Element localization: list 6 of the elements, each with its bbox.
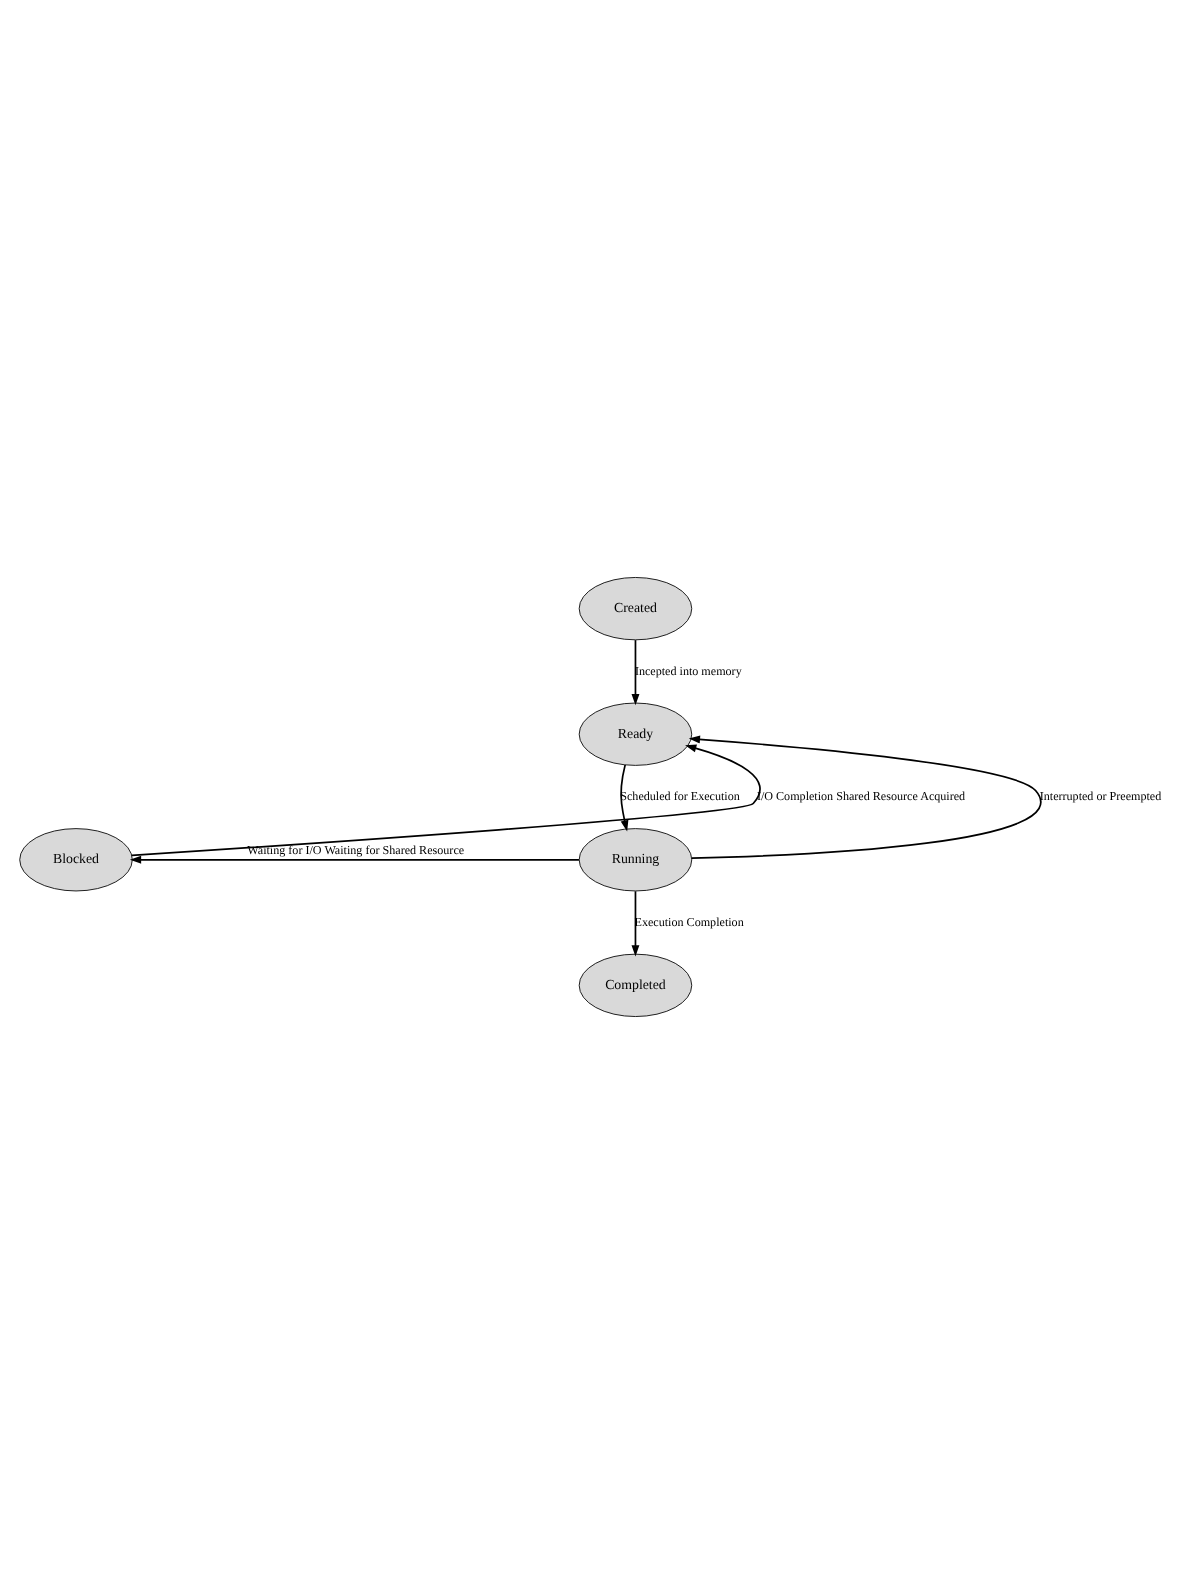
arrow — [620, 764, 629, 832]
arrow — [129, 855, 580, 864]
arrow — [131, 744, 761, 857]
arrow — [631, 639, 640, 706]
arrow — [631, 890, 640, 957]
arrow — [688, 735, 1042, 859]
